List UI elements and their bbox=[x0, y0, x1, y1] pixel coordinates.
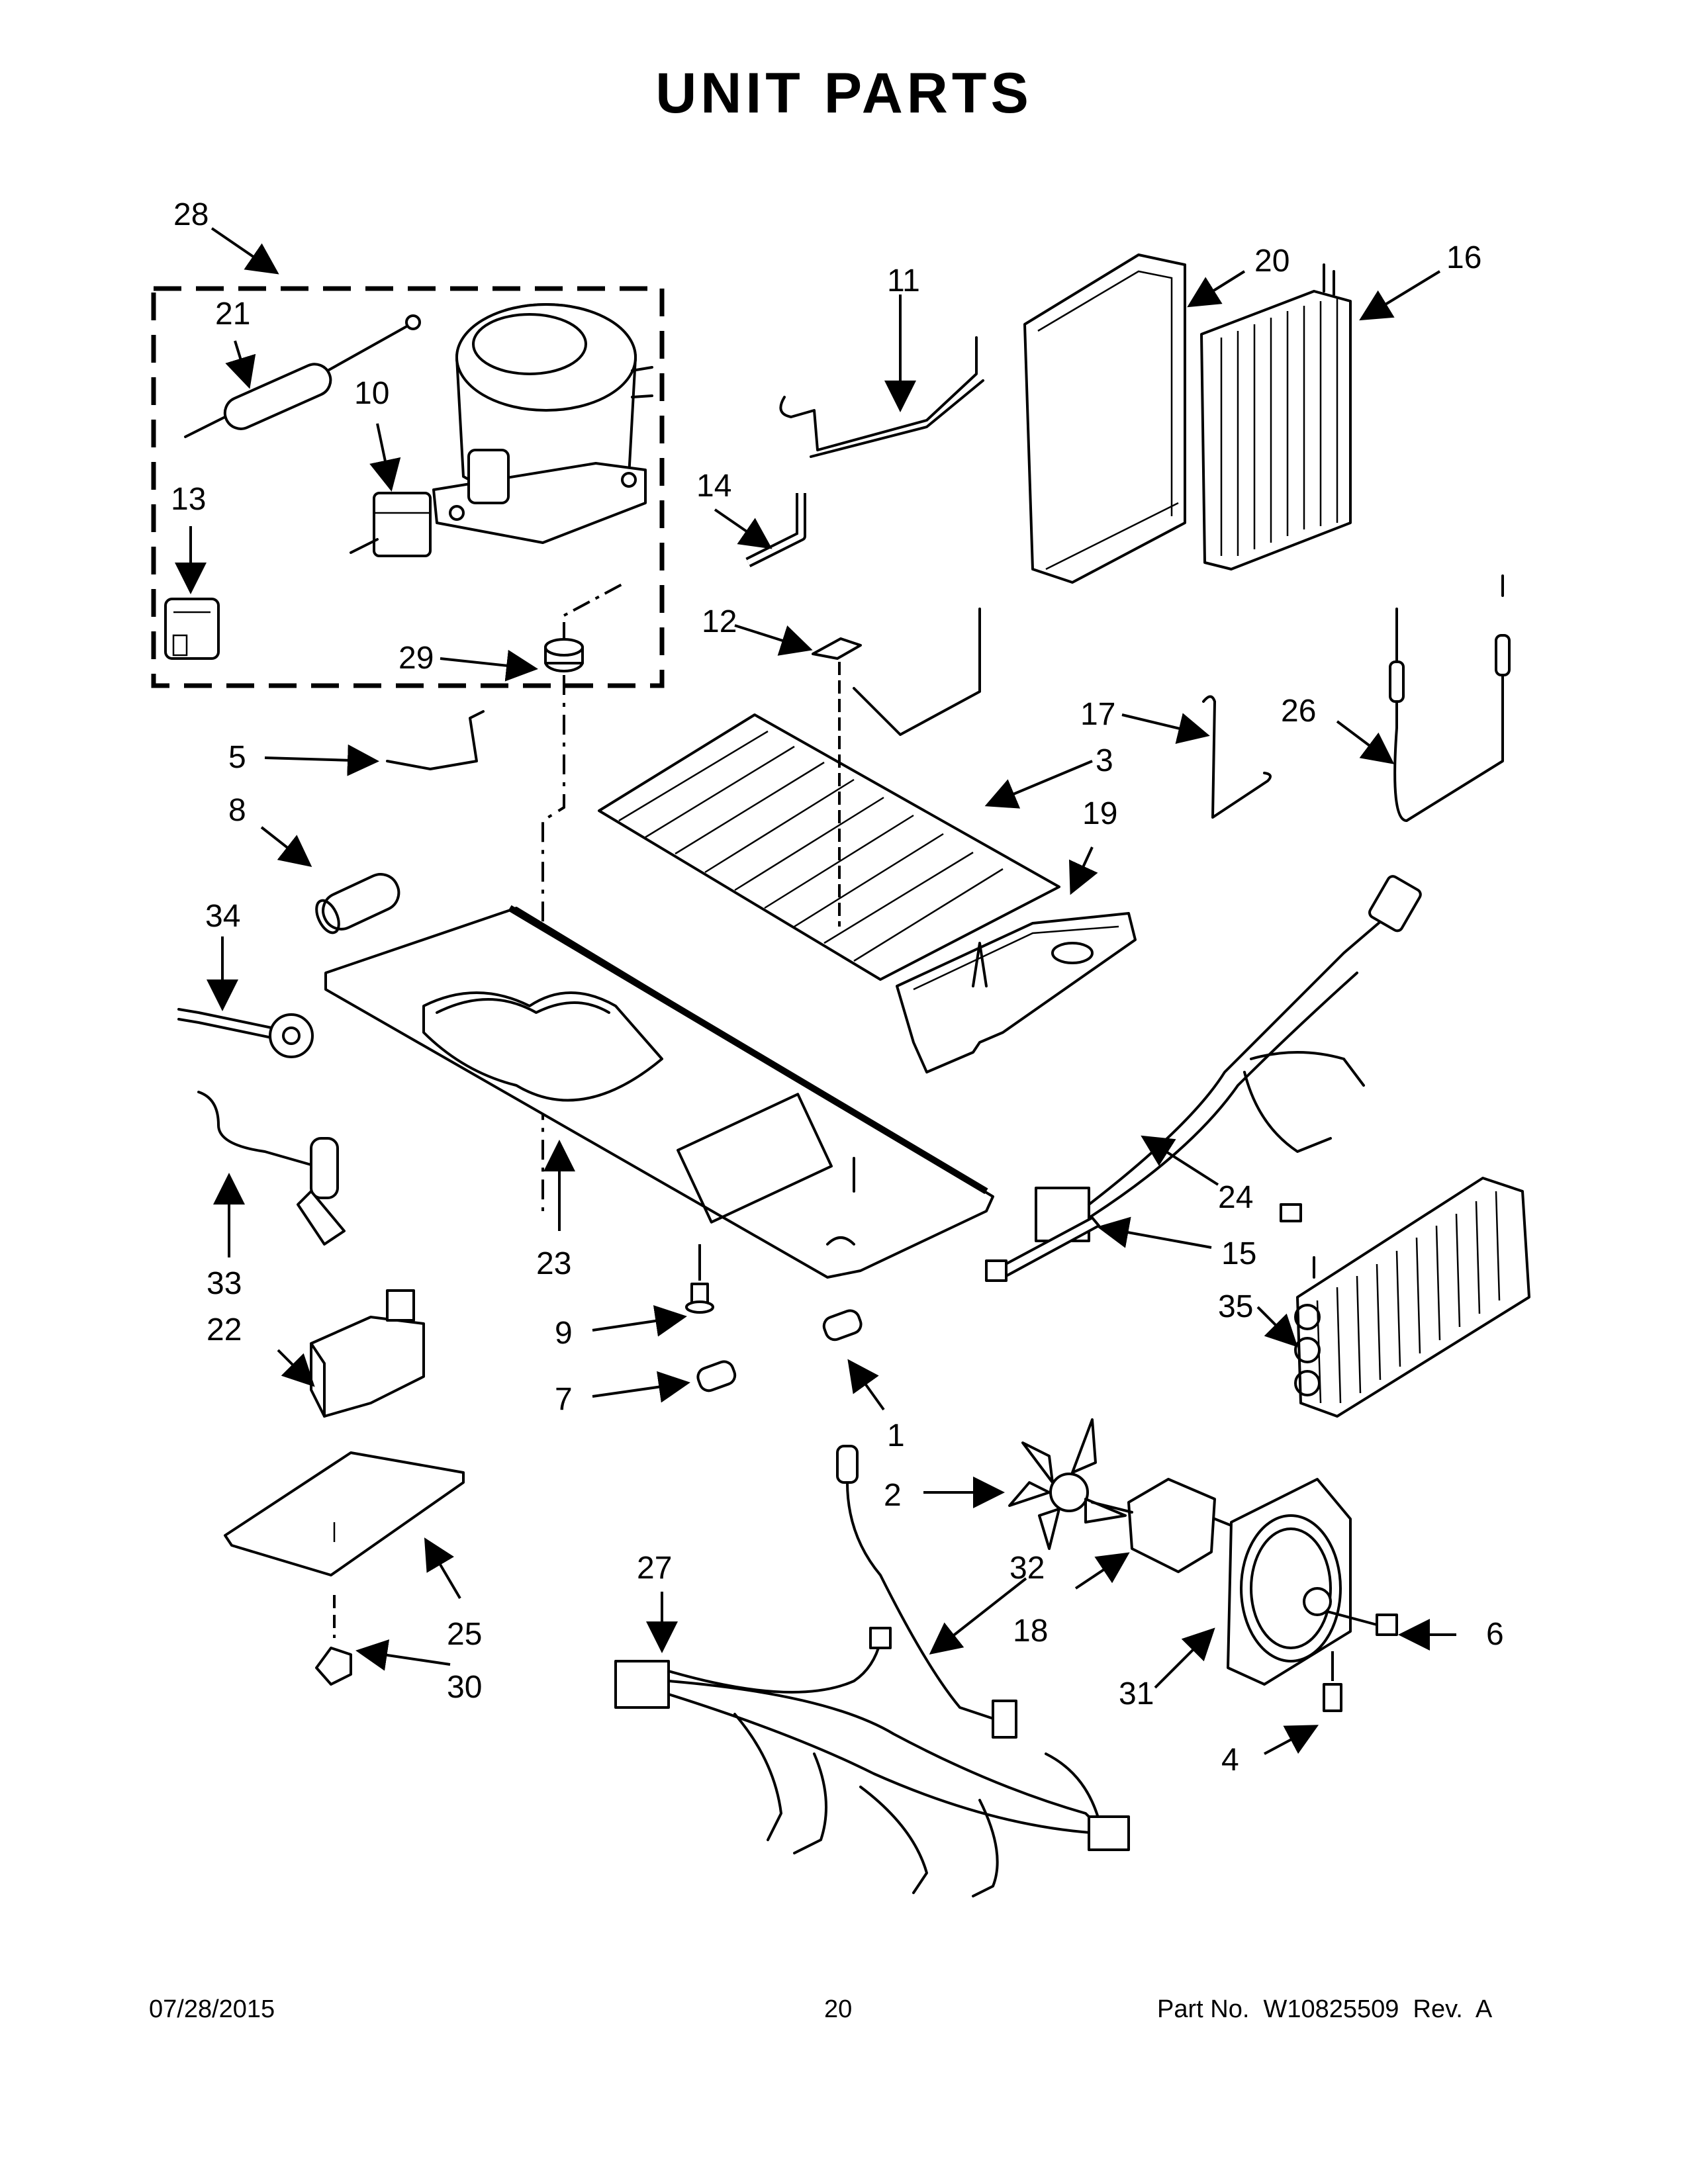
footer-part-number: Part No. W10825509 Rev. A bbox=[1157, 1995, 1493, 2023]
part-16-evaporator bbox=[1200, 263, 1352, 570]
part-29-grommet bbox=[544, 581, 626, 672]
part-23-base-pan bbox=[324, 905, 994, 1279]
part-18-fan-motor bbox=[1091, 1478, 1233, 1573]
callout-34: 34 bbox=[205, 899, 240, 934]
part-32-sensor bbox=[836, 1445, 1017, 1739]
callout-2: 2 bbox=[884, 1478, 902, 1513]
callout-24: 24 bbox=[1218, 1180, 1253, 1215]
leader-arrows bbox=[175, 227, 1456, 1755]
callout-19: 19 bbox=[1082, 796, 1117, 831]
part-20-evaporator-cover bbox=[1023, 253, 1186, 584]
callout-17: 17 bbox=[1080, 697, 1115, 732]
callout-11: 11 bbox=[887, 263, 920, 298]
part-3-defrost-heater bbox=[598, 608, 1060, 981]
callout-12: 12 bbox=[702, 604, 737, 639]
part-14-tube bbox=[745, 493, 806, 568]
callout-20: 20 bbox=[1254, 244, 1289, 279]
callout-9: 9 bbox=[555, 1316, 573, 1351]
callout-33: 33 bbox=[207, 1266, 242, 1301]
callout-22: 22 bbox=[207, 1312, 242, 1347]
part-22-control-box bbox=[310, 1289, 425, 1418]
callout-23: 23 bbox=[536, 1246, 571, 1281]
part-26-tube-assembly bbox=[1389, 574, 1511, 822]
compressor bbox=[432, 303, 653, 544]
part-10-start-relay bbox=[350, 492, 432, 557]
callout-28: 28 bbox=[173, 197, 209, 232]
part-9-screw bbox=[685, 1244, 714, 1314]
part-31-fan-shroud bbox=[1227, 1478, 1352, 1686]
callout-21: 21 bbox=[215, 296, 250, 332]
callout-14: 14 bbox=[696, 469, 731, 504]
callout-10: 10 bbox=[354, 376, 389, 411]
callout-7: 7 bbox=[555, 1382, 573, 1417]
callout-13: 13 bbox=[171, 482, 206, 517]
part-8-insulation-tube bbox=[315, 873, 400, 934]
part-13-overload bbox=[164, 598, 220, 660]
callout-27: 27 bbox=[637, 1551, 672, 1586]
part-28-compressor-kit bbox=[151, 286, 665, 688]
part-27-wire-harness bbox=[614, 1627, 1130, 1897]
page-title: UNIT PARTS bbox=[655, 62, 1033, 125]
callout-16: 16 bbox=[1446, 240, 1481, 275]
callout-4: 4 bbox=[1221, 1743, 1239, 1778]
part-35-condenser bbox=[1294, 1177, 1530, 1418]
callout-18: 18 bbox=[1013, 1614, 1048, 1649]
callout-3: 3 bbox=[1096, 743, 1113, 778]
part-2-fan-blade bbox=[1008, 1418, 1127, 1550]
part-17-tube bbox=[1202, 695, 1272, 819]
callout-32: 32 bbox=[1009, 1551, 1045, 1586]
callout-29: 29 bbox=[399, 641, 434, 676]
footer-date: 07/28/2015 bbox=[149, 1995, 275, 2023]
part-21-filter-drier bbox=[184, 314, 421, 438]
part-34-thermistor bbox=[177, 1008, 314, 1058]
part-25-cover-plate bbox=[224, 1451, 465, 1638]
part-4-screw bbox=[1323, 1651, 1342, 1712]
callout-31: 31 bbox=[1119, 1676, 1154, 1711]
callout-1: 1 bbox=[887, 1418, 905, 1453]
footer-page-number: 20 bbox=[824, 1995, 853, 2023]
callout-25: 25 bbox=[447, 1617, 482, 1652]
callout-5: 5 bbox=[228, 740, 246, 775]
part-1-bushing bbox=[822, 1309, 863, 1342]
callout-26: 26 bbox=[1281, 694, 1316, 729]
part-6-screw bbox=[1326, 1610, 1398, 1636]
part-12-clip bbox=[812, 637, 862, 660]
part-5-pin bbox=[386, 710, 485, 770]
part-19-drain-pan bbox=[896, 912, 1137, 1073]
callout-6: 6 bbox=[1486, 1617, 1504, 1652]
part-33-sensor bbox=[197, 1091, 346, 1246]
part-7-spacer bbox=[696, 1360, 737, 1392]
callout-30: 30 bbox=[447, 1670, 482, 1705]
callout-8: 8 bbox=[228, 793, 246, 828]
part-30-clip bbox=[315, 1647, 352, 1686]
callout-35: 35 bbox=[1218, 1289, 1253, 1324]
callout-15: 15 bbox=[1221, 1236, 1256, 1271]
part-11-tube bbox=[779, 336, 984, 458]
